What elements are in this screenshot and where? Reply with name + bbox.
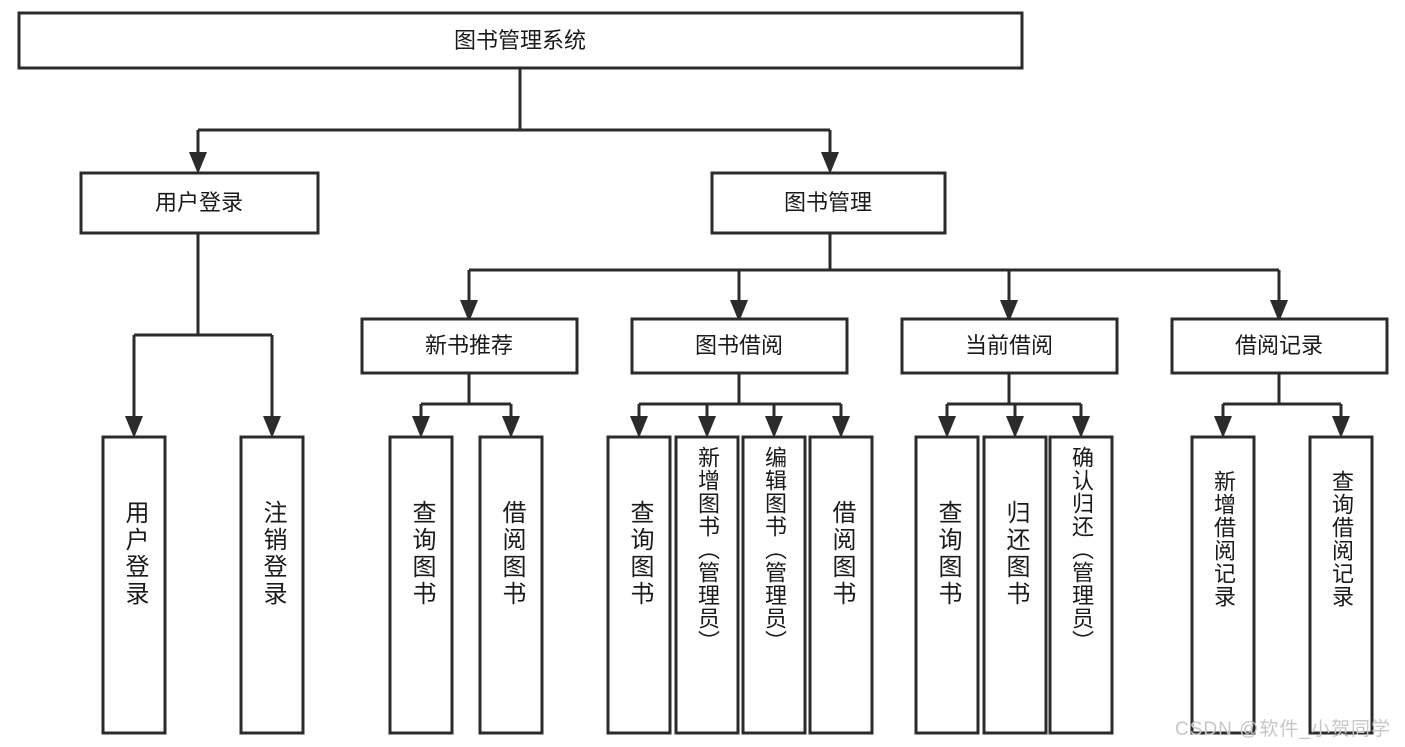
arrow-head-leaf-query-book-1 <box>412 416 430 438</box>
arrow-head-borrow-record <box>1270 300 1288 322</box>
arrow-head-leaf-confirm-return <box>1072 416 1090 438</box>
arrow-head-leaf-logout <box>263 416 281 438</box>
connector-layer <box>125 68 1350 438</box>
node-new-book-rec-label: 新书推荐 <box>425 333 513 358</box>
node-leaf-edit-book-box[interactable] <box>741 435 807 735</box>
leaf-box-layer <box>101 435 1374 735</box>
arrow-head-new-book-rec <box>460 300 478 322</box>
node-current-borrow-label: 当前借阅 <box>965 333 1053 358</box>
node-current-borrow-box[interactable] <box>900 317 1119 375</box>
arrow-head-leaf-borrow-book-2 <box>832 416 850 438</box>
arrow-head-leaf-query-record <box>1332 416 1350 438</box>
arrow-head-user-login <box>189 152 207 174</box>
arrow-head-current-borrow <box>1000 300 1018 322</box>
node-book-borrow-label: 图书借阅 <box>695 333 783 358</box>
arrow-head-leaf-edit-book <box>765 416 783 438</box>
csdn-watermark: CSDN @软件_小贺同学 <box>1175 719 1391 740</box>
node-root[interactable]: 图书管理系统 <box>17 11 1024 70</box>
node-new-book-rec[interactable]: 新书推荐 <box>360 317 579 375</box>
arrow-head-leaf-user-login <box>125 416 143 438</box>
arrow-head-leaf-query-book-3 <box>938 416 956 438</box>
node-leaf-borrow-book-2-box[interactable] <box>808 435 874 735</box>
node-book-manage-label: 图书管理 <box>784 190 872 215</box>
node-leaf-user-login-box[interactable] <box>101 435 167 735</box>
node-book-manage[interactable]: 图书管理 <box>710 171 947 235</box>
node-leaf-query-record-box[interactable] <box>1308 435 1374 735</box>
node-leaf-borrow-book-1-box[interactable] <box>478 435 544 735</box>
node-leaf-logout-box[interactable] <box>239 435 305 735</box>
arrow-head-leaf-query-book-2 <box>630 416 648 438</box>
arrow-head-leaf-add-book <box>698 416 716 438</box>
node-leaf-return-book-box[interactable] <box>982 435 1048 735</box>
node-new-book-rec-box[interactable] <box>360 317 579 375</box>
node-leaf-query-book-3-box[interactable] <box>914 435 980 735</box>
node-borrow-record-box[interactable] <box>1170 317 1389 375</box>
node-book-borrow-box[interactable] <box>630 317 849 375</box>
node-borrow-record[interactable]: 借阅记录 <box>1170 317 1389 375</box>
node-user-login-box[interactable] <box>79 171 320 235</box>
arrow-head-leaf-return-book <box>1006 416 1024 438</box>
node-user-login[interactable]: 用户登录 <box>79 171 320 235</box>
arrow-head-book-manage <box>821 152 839 174</box>
node-leaf-add-book-box[interactable] <box>674 435 740 735</box>
node-user-login-label: 用户登录 <box>155 190 243 215</box>
node-borrow-record-label: 借阅记录 <box>1235 333 1323 358</box>
arrow-head-leaf-borrow-book-1 <box>502 416 520 438</box>
node-leaf-add-record-box[interactable] <box>1190 435 1256 735</box>
node-current-borrow[interactable]: 当前借阅 <box>900 317 1119 375</box>
node-book-manage-box[interactable] <box>710 171 947 235</box>
node-leaf-query-book-2-box[interactable] <box>606 435 672 735</box>
node-root-box[interactable] <box>17 11 1024 70</box>
node-book-borrow[interactable]: 图书借阅 <box>630 317 849 375</box>
node-root-label: 图书管理系统 <box>454 28 586 53</box>
node-leaf-query-book-1-box[interactable] <box>388 435 454 735</box>
arrow-head-book-borrow <box>730 300 748 322</box>
node-leaf-confirm-return-box[interactable] <box>1048 435 1114 735</box>
arrow-head-leaf-add-record <box>1214 416 1232 438</box>
